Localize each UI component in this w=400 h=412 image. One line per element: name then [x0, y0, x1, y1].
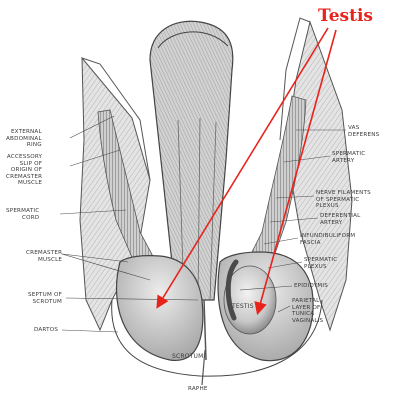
label-spermatic-artery: SPERMATIC ARTERY — [332, 151, 366, 164]
label-epididymis: EPIDIDYMIS — [294, 283, 328, 289]
raphe-line — [201, 349, 206, 386]
label-spermatic-plexus: SPERMATIC PLEXUS — [304, 257, 338, 270]
label-cremaster-muscle: CREMASTER MUSCLE — [26, 250, 63, 263]
arrow-to-right-testis — [254, 29, 337, 316]
epididymis — [225, 259, 239, 321]
label-testis-inner: TESTIS — [232, 303, 254, 310]
label-spermatic-cord: SPERMATIC CORD — [6, 208, 40, 221]
label-infundibuliform-fascia: INFUNDIBULIFORM FASCIA — [300, 233, 356, 246]
leader-lines — [59, 115, 346, 333]
label-parietal-layer: PARIETAL LAYER OF TUNICA VAGINALIS — [292, 298, 324, 324]
label-raphe: RAPHE — [188, 386, 208, 392]
label-nerve-filaments: NERVE FILAMENTS OF SPERMATIC PLEXUS — [316, 190, 371, 210]
label-dartos: DARTOS — [34, 327, 59, 333]
arrow-to-left-testis — [156, 27, 329, 309]
label-scrotum: SCROTUM — [172, 353, 204, 360]
annotation-title: Testis — [318, 6, 373, 26]
label-accessory-slip: ACCESSORY SLIP OF ORIGIN OF CREMASTER MU… — [6, 154, 43, 187]
scrotum-outline — [111, 299, 323, 377]
label-septum-of-scrotum: SEPTUM OF SCROTUM — [28, 292, 62, 305]
left-scrotal-sac — [115, 255, 204, 361]
scrotal-septum — [203, 299, 207, 361]
label-vas-deferens: VAS DEFERENS — [348, 125, 380, 138]
right-testis — [223, 265, 277, 335]
label-deferential-artery: DEFERENTIAL ARTERY — [320, 213, 361, 226]
label-external-abdominal-ring: EXTERNAL ABDOMINAL RING — [6, 129, 42, 149]
